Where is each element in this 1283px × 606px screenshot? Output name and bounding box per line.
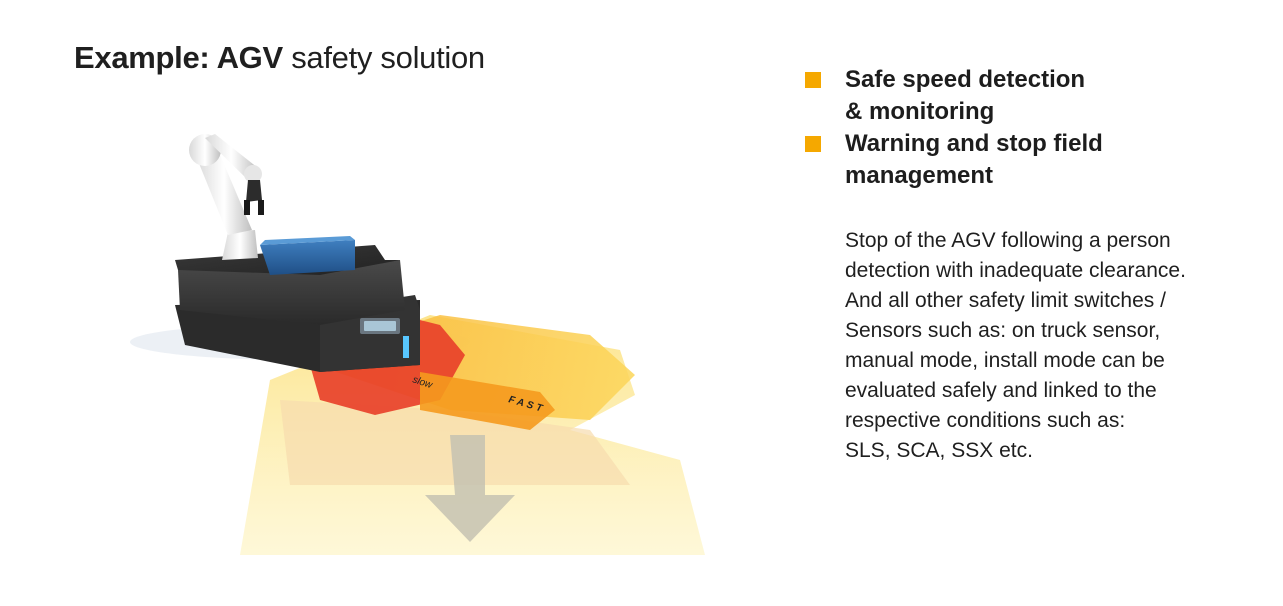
feature-line: Warning and stop field <box>845 130 1103 157</box>
description-line: Sensors such as: on truck sensor, <box>845 319 1161 342</box>
description-line: SLS, SCA, SSX etc. <box>845 439 1033 462</box>
feature-list: Safe speed detection & monitoring Warnin… <box>805 64 1245 192</box>
agv-illustration: slow FAST <box>120 110 720 570</box>
fast-arrow-strip <box>420 372 555 430</box>
description-text: Stop of the AGV following a person detec… <box>845 226 1255 466</box>
description-line: respective conditions such as: <box>845 409 1126 432</box>
robot-arm <box>189 134 264 260</box>
feature-item-speed: Safe speed detection & monitoring <box>805 64 1245 128</box>
description-line: manual mode, install mode can be <box>845 349 1165 372</box>
description-line: detection with inadequate clearance. <box>845 259 1186 282</box>
direction-arrow-icon <box>425 435 515 542</box>
agv-main-body <box>178 260 405 325</box>
blue-bin-rim <box>260 236 355 245</box>
feature-item-fields: Warning and stop field management <box>805 128 1245 192</box>
description-line: evaluated safely and linked to the <box>845 379 1157 402</box>
description-line: Stop of the AGV following a person <box>845 229 1171 252</box>
agv-illustration-svg: slow FAST <box>130 134 705 555</box>
page-title: Example: AGV safety solution <box>74 38 485 78</box>
square-bullet-icon <box>805 136 821 152</box>
agv-status-light <box>403 336 409 358</box>
description-line: And all other safety limit switches / <box>845 289 1166 312</box>
agv-sensor-screen <box>364 321 396 331</box>
title-normal: safety solution <box>291 40 485 75</box>
blue-bin <box>260 240 355 275</box>
feature-line: Safe speed detection <box>845 66 1086 93</box>
feature-line: & monitoring <box>845 98 995 125</box>
feature-line: management <box>845 162 994 189</box>
title-bold: Example: AGV <box>74 40 283 75</box>
square-bullet-icon <box>805 72 821 88</box>
